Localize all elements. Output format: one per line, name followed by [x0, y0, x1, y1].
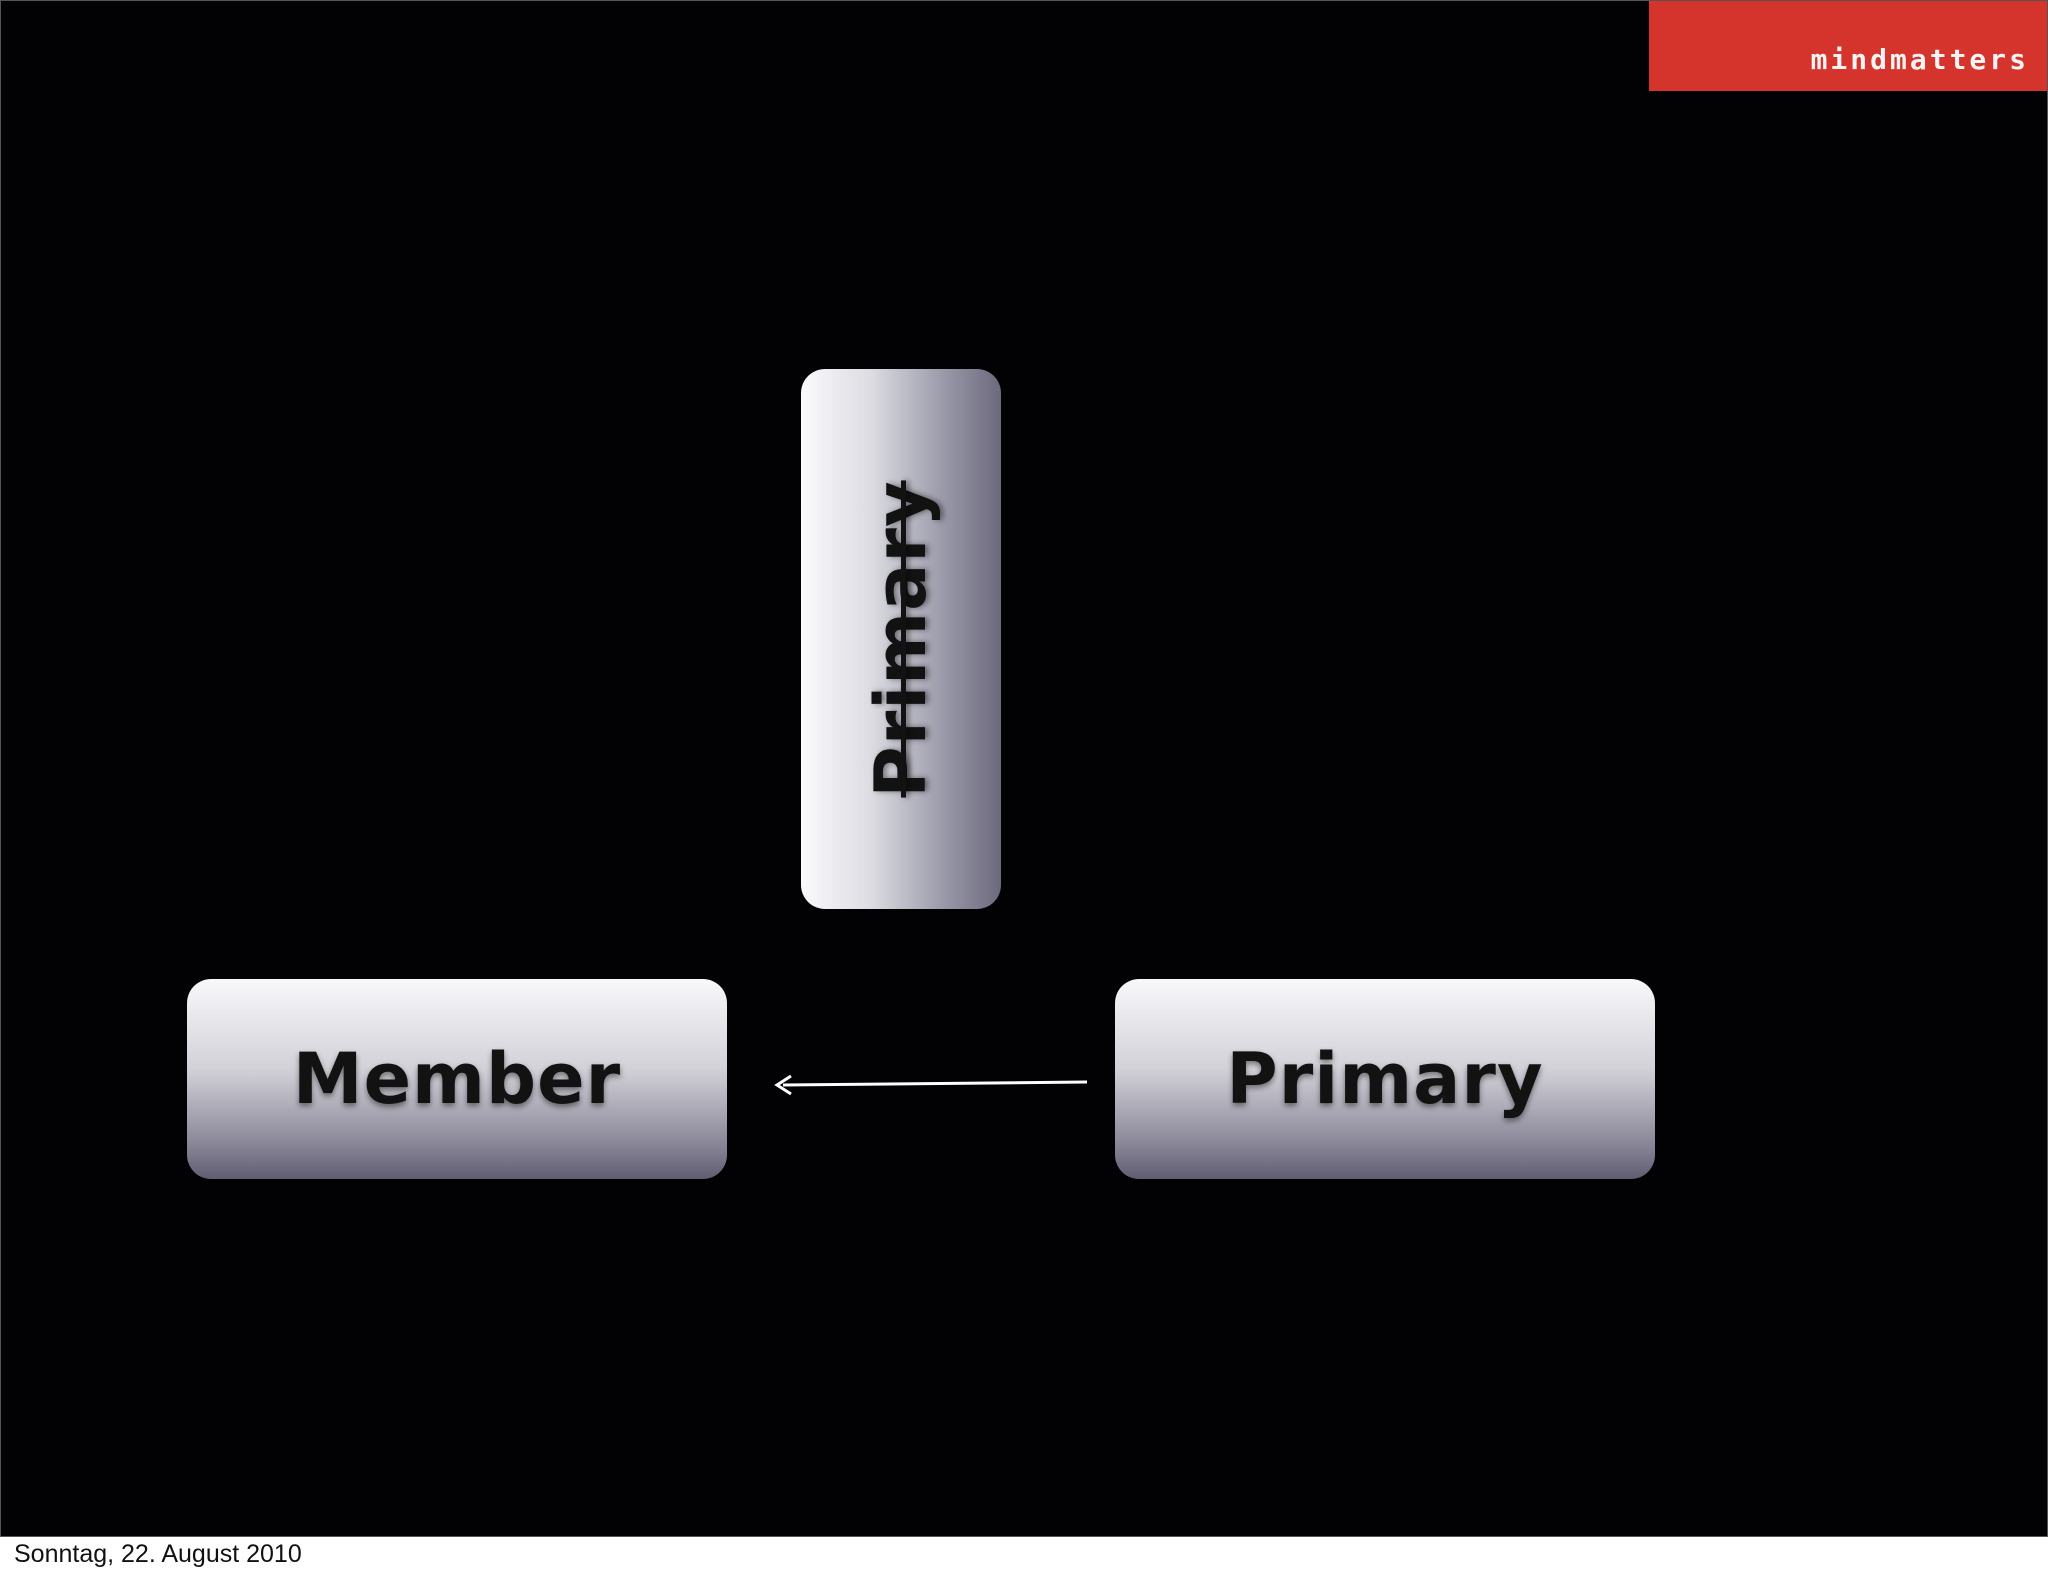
member-box-label: Member — [292, 1038, 622, 1120]
logo-banner: mindmatters — [1649, 1, 2047, 91]
primary-box-vertical-label: Primary — [860, 480, 942, 798]
slide-canvas: mindmatters Primary Member Primary — [0, 0, 2048, 1537]
primary-box-label: Primary — [1226, 1038, 1544, 1120]
arrow-layer — [774, 1074, 1088, 1096]
logo-text: mindmatters — [1810, 43, 2029, 76]
primary-box-vertical: Primary — [801, 369, 1001, 909]
footer-date: Sonntag, 22. August 2010 — [14, 1540, 302, 1568]
arrow-head — [774, 1074, 792, 1096]
arrow-primary-to-member — [782, 1080, 1088, 1087]
primary-box: Primary — [1115, 979, 1655, 1179]
member-box: Member — [187, 979, 727, 1179]
